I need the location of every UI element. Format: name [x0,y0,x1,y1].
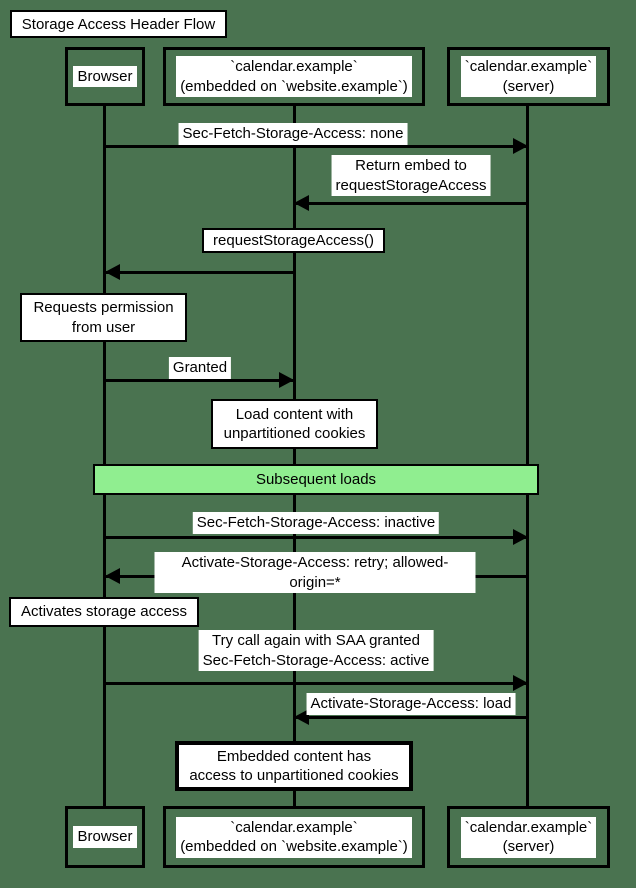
message-activate-load-label: Activate-Storage-Access: load [306,693,516,715]
subsequent-loads-band: Subsequent loads [93,464,539,495]
message-granted-arrow [105,379,294,382]
message-granted-label: Granted [168,357,232,379]
lifeline-server [526,106,529,806]
note-embedded-access: Embedded content has access to unpartiti… [175,741,413,791]
arrowhead-left-icon [105,568,120,584]
arrowhead-right-icon [513,529,528,545]
lifeline-browser [103,106,106,806]
note-activates-storage: Activates storage access [9,597,199,627]
message-activate-load-arrow [294,716,528,719]
note-request-storage-access: requestStorageAccess() [202,228,385,253]
actor-server-bottom-label: `calendar.example` (server) [460,816,597,858]
actor-browser-top-label: Browser [73,65,137,88]
note-requests-permission: Requests permission from user [20,293,187,342]
message-sec-fetch-inactive-label: Sec-Fetch-Storage-Access: inactive [192,512,440,534]
message-return-embed-arrow [294,202,528,205]
message-sec-fetch-inactive-arrow [105,536,528,539]
actor-embed-top: `calendar.example` (embedded on `website… [163,47,425,106]
lifeline-embed [293,106,296,806]
message-try-again-arrow [105,682,528,685]
arrowhead-left-icon [105,264,120,280]
actor-server-bottom: `calendar.example` (server) [447,806,610,868]
actor-browser-bottom: Browser [65,806,145,868]
actor-browser-bottom-label: Browser [73,826,137,848]
arrowhead-left-icon [294,195,309,211]
actor-server-top-label: `calendar.example` (server) [460,56,597,97]
arrowhead-left-icon [294,709,309,725]
actor-browser-top: Browser [65,47,145,106]
message-sec-fetch-none-label: Sec-Fetch-Storage-Access: none [178,123,408,145]
arrowhead-right-icon [513,675,528,691]
actor-embed-top-label: `calendar.example` (embedded on `website… [176,56,412,97]
actor-server-top: `calendar.example` (server) [447,47,610,106]
message-sec-fetch-none-arrow [105,145,528,148]
note-load-content: Load content with unpartitioned cookies [211,399,378,449]
message-request-saa-arrow [105,271,294,274]
actor-embed-bottom: `calendar.example` (embedded on `website… [163,806,425,868]
arrowhead-right-icon [513,138,528,154]
message-try-again-label: Try call again with SAA granted Sec-Fetc… [198,630,434,671]
diagram-title: Storage Access Header Flow [10,10,227,38]
actor-embed-bottom-label: `calendar.example` (embedded on `website… [176,816,412,858]
message-return-embed-label: Return embed to requestStorageAccess [331,155,491,196]
arrowhead-right-icon [279,372,294,388]
message-activate-retry-label: Activate-Storage-Access: retry; allowed-… [154,552,476,593]
